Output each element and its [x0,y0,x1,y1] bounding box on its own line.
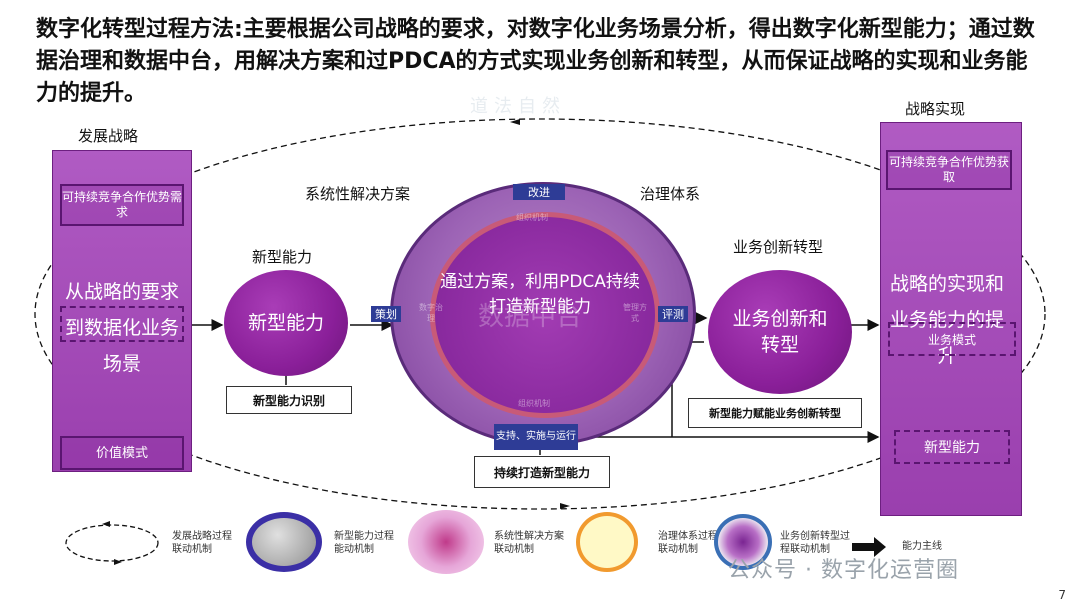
center-faint-label: 数据中台 [478,302,583,332]
tag-plan: 策划 [371,306,401,322]
capability-circle: 新型能力 [224,270,348,376]
legend-item1: 发展战略过程联动机制 [172,531,232,555]
tag-improve: 改进 [513,184,565,200]
legend-dashed-ellipse-icon [65,521,159,565]
background-watermark: 道法自然 [470,96,566,117]
legend-governance-icon [576,512,638,572]
continuous-build-box: 持续打造新型能力 [474,456,610,488]
right-panel-label: 战略实现 [905,100,966,118]
legend-item2: 新型能力过程能动机制 [334,531,394,555]
strategy-cycle-ellipse [34,118,1046,510]
empower-box: 新型能力赋能业务创新转型 [688,398,862,428]
legend-item4: 治理体系过程联动机制 [658,531,718,555]
tag-evaluate: 评测 [658,306,688,322]
right-bottom-box: 新型能力 [894,430,1010,464]
business-innovation-label: 业务创新转型 [733,238,824,256]
governance-label: 治理体系 [640,185,701,203]
tag-support: 支持、实施与运行 [494,424,578,450]
legend-arrow-icon [852,537,886,557]
innovation-circle: 业务创新和转型 [708,270,852,394]
inner-pdca-ring [430,212,660,418]
center-text: 通过方案，利用PDCA持续打造新型能力 [440,272,640,317]
right-strategy-panel [880,122,1022,516]
tag-mgmt: 管理方式 [623,303,647,323]
footer-watermark: 公众号 · 数字化运营圈 [728,558,959,583]
left-bottom-box: 价值模式 [60,436,184,470]
left-mid-dashed-box [60,306,184,342]
legend-innovation-icon [714,514,772,570]
left-panel-label: 发展战略 [78,127,139,145]
legend-item6: 能力主线 [902,541,942,552]
right-main-text: 战略的实现和业务能力的提升 [889,273,1004,367]
solution-label: 系统性解决方案 [305,185,411,203]
page-number: 7 [1058,588,1066,602]
tag-mech: 组织机制 [518,399,550,408]
right-mid-box: 业务模式 [888,322,1016,356]
tag-org: 组织机制 [516,213,548,222]
left-strategy-panel [52,150,192,472]
page-title: 数字化转型过程方法:主要根据公司战略的要求，对数字化业务场景分析，得出数字化新型… [36,17,1035,106]
left-top-box: 可持续竞争合作优势需求 [60,184,184,226]
right-top-box: 可持续竞争合作优势获取 [886,150,1012,190]
legend-item5: 业务创新转型过程联动机制 [780,531,850,555]
legend-solution-icon [408,510,484,574]
new-capability-label: 新型能力 [252,248,313,266]
legend-capability-icon [246,512,322,572]
capability-identify-box: 新型能力识别 [226,386,352,414]
tag-tech: 数字治理 [419,303,443,323]
left-main-text: 从战略的要求到数据化业务场景 [64,281,179,375]
legend-item3: 系统性解决方案联动机制 [494,531,564,555]
